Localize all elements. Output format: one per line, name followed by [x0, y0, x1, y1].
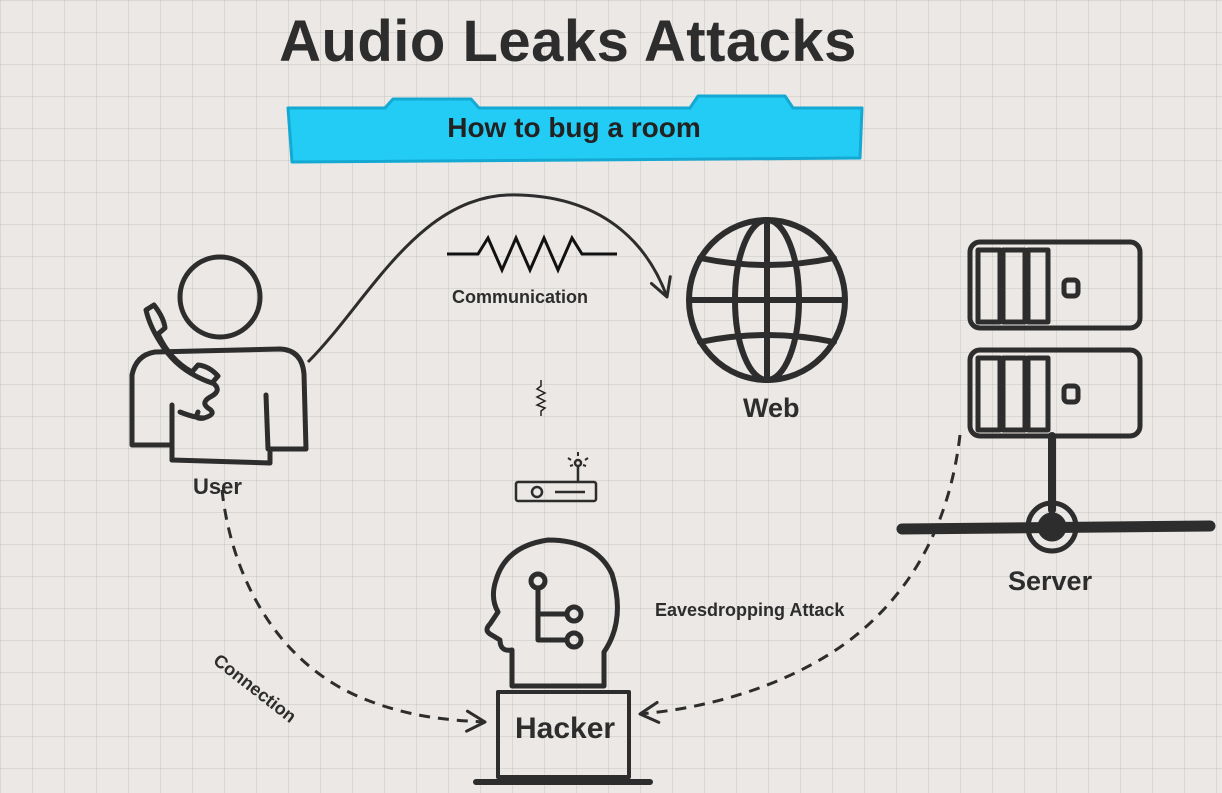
signal-squiggle-icon — [447, 234, 617, 274]
eavesdropping-edge — [638, 434, 962, 724]
hacker-head-icon — [484, 537, 620, 689]
hacker-label: Hacker — [515, 712, 616, 745]
connection-edge — [220, 489, 487, 733]
laptop-icon — [473, 690, 653, 785]
server-icon — [896, 239, 1216, 554]
bug-device-icon — [514, 452, 598, 503]
eavesdropping-edge-label: Eavesdropping Attack — [655, 600, 845, 620]
user-phone-icon — [129, 254, 309, 466]
globe-icon — [686, 217, 848, 383]
communication-edge — [306, 193, 672, 364]
server-label: Server — [1008, 566, 1093, 596]
communication-edge-label: Communication — [452, 287, 589, 307]
web-label: Web — [743, 393, 800, 423]
small-resistor-icon — [535, 380, 547, 416]
subtitle-banner — [286, 94, 864, 164]
diagram-title: Audio Leaks Attacks — [279, 9, 857, 74]
diagram-subtitle: How to bug a room — [447, 112, 701, 143]
user-label: User — [193, 474, 242, 499]
